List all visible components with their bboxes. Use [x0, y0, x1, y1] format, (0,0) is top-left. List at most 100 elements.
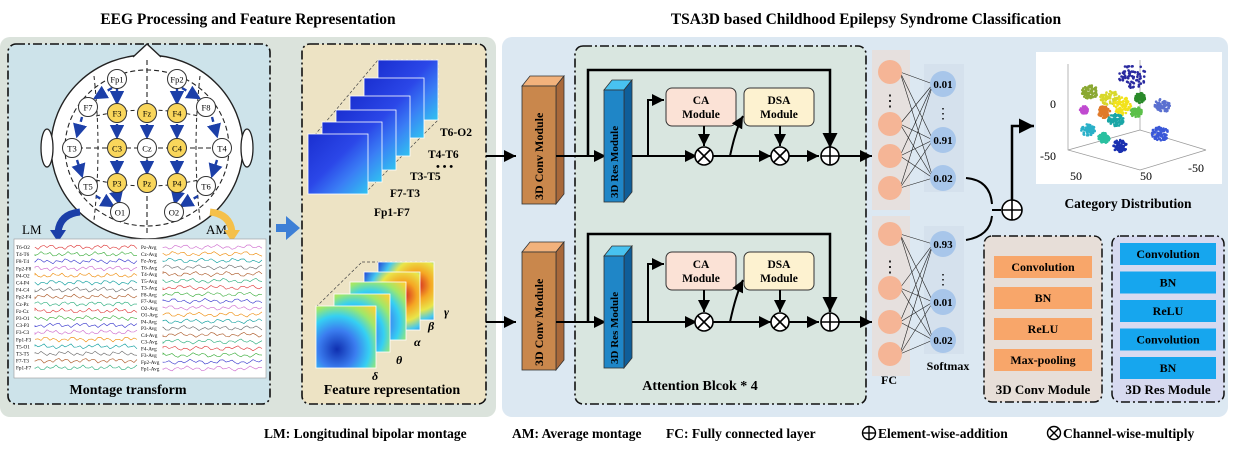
scatter-clusters [1078, 65, 1171, 154]
bottom-softmax-node [930, 231, 956, 257]
am-channel-label: P4-Avg [141, 319, 157, 325]
am-arrow [209, 208, 236, 233]
lm-channel-label: C4-P4 [16, 281, 30, 287]
electrode-f8: F8 [196, 97, 216, 117]
fc-dots-top: ⋮ [882, 93, 898, 110]
conv-module-bottom: 3D Conv Module [521, 240, 565, 372]
multiply-node-2 [770, 146, 790, 166]
bottom-softmax-node [930, 327, 956, 353]
svg-text:T6: T6 [201, 182, 210, 192]
electrode-f4: F4 [167, 103, 187, 123]
fc-connections [899, 71, 934, 355]
res-legend-layer-label: ReLU [1153, 304, 1184, 318]
svg-text:T4: T4 [217, 144, 227, 154]
electrode-fp2: Fp2 [167, 69, 187, 89]
spectrogram-stack [307, 59, 439, 195]
footer-lm: LM: Longitudinal bipolar montage [264, 426, 467, 441]
conv-legend-layer [994, 349, 1092, 371]
top-fc-node [878, 144, 902, 168]
svg-text:Module: Module [682, 109, 720, 121]
fc-dots-bottom: ⋮ [882, 259, 898, 276]
lm-channel-label: F8-T4 [16, 259, 29, 265]
lm-channel-label: Cz-Pz [16, 302, 29, 308]
multiply-node-4 [770, 312, 790, 332]
lm-channel-label: T6-O2 [16, 245, 30, 251]
svg-text:C3: C3 [112, 144, 122, 154]
svg-text:Module: Module [760, 109, 798, 121]
band-label-alpha: α [414, 335, 421, 349]
am-channel-label: O2-Avg [141, 306, 158, 312]
top-softmax-value: 0.01 [933, 79, 952, 91]
footer-fc: FC: Fully connected layer [666, 426, 816, 441]
spectrogram-label-4: T3-T5 [410, 171, 441, 183]
spectrogram-label-2: T4-T6 [428, 149, 459, 161]
am-channel-labels: Pz-AvgCz-AvgFz-AvgT6-AvgT4-AvgT5-AvgT3-A… [141, 245, 160, 373]
top-softmax-node [930, 127, 956, 153]
conv-legend-layer-label: Max-pooling [1010, 353, 1075, 367]
lm-channel-label: C3-P3 [16, 323, 30, 329]
spectrogram-label-3: • • • [436, 161, 453, 173]
conv-legend-layer-label: Convolution [1011, 260, 1075, 274]
am-label: AM [206, 222, 227, 237]
bottom-softmax-node [930, 289, 956, 315]
am-channel-label: F8-Avg [141, 292, 157, 298]
res-module-top: 3D Res Module [603, 78, 633, 204]
merge-to-distribution-arrow [1010, 118, 1034, 200]
conv-module-top: 3D Conv Module [521, 74, 565, 206]
electrode-t5: T5 [78, 176, 98, 196]
svg-text:Pz: Pz [143, 179, 152, 189]
top-fc-node [878, 176, 902, 200]
svg-text:CA: CA [693, 95, 710, 107]
svg-text:Cz: Cz [142, 144, 152, 154]
conv-legend-layer-label: BN [1035, 291, 1052, 305]
electrode-c3: C3 [107, 138, 127, 158]
scatter-tick-2: -50 [1040, 149, 1056, 163]
lm-channel-label: Fp2-F4 [16, 295, 32, 301]
bottom-fc-node [878, 222, 902, 246]
svg-text:F3: F3 [113, 109, 122, 119]
electrode-o2: O2 [164, 202, 184, 222]
band-label-delta: δ [372, 369, 378, 383]
lm-channel-label: T4-T6 [16, 252, 30, 258]
res-legend-layer-label: Convolution [1136, 247, 1200, 261]
am-channel-label: Fp2-Avg [141, 360, 160, 366]
bottom-softmax-value: 0.93 [933, 239, 953, 251]
dsa-module-bottom: DSA Module [743, 251, 815, 291]
softmax-dots-top: ⋮ [936, 107, 950, 122]
res-legend-layer [1120, 271, 1216, 294]
attention-caption: Attention Blcok * 4 [642, 379, 758, 394]
res-legend-layer-label: BN [1160, 276, 1177, 290]
electrode-p3: P3 [107, 173, 127, 193]
montage-chain-arrows [71, 85, 223, 208]
spectrogram-label-5: F7-T3 [390, 188, 420, 200]
svg-text:F8: F8 [202, 103, 211, 113]
add-node-merge [1001, 199, 1023, 221]
am-channel-label: Pz-Avg [141, 245, 157, 251]
svg-text:T5: T5 [83, 182, 92, 192]
electrode-f3: F3 [107, 103, 127, 123]
am-channel-label: Cz-Avg [141, 252, 157, 258]
lm-label: LM [22, 222, 42, 237]
lm-channel-label: P3-O1 [16, 316, 30, 322]
electrode-fz: Fz [137, 103, 157, 123]
electrode-fp1: Fp1 [107, 69, 127, 89]
conv-legend-layer [994, 256, 1092, 278]
lm-arrow [54, 208, 81, 233]
res-legend-layer [1120, 357, 1216, 379]
band-label-theta: θ [396, 353, 403, 367]
add-node-bottom [820, 312, 840, 332]
scatter-tick-5: -50 [1188, 161, 1204, 175]
svg-text:F4: F4 [173, 109, 183, 119]
bottom-fc-node [878, 310, 902, 334]
softmax-label: Softmax [927, 359, 970, 373]
multiply-node-3 [694, 312, 714, 332]
conv-legend-layer-label: ReLU [1028, 322, 1059, 336]
svg-text:3D Conv Module: 3D Conv Module [532, 278, 546, 366]
top-softmax-value: 0.91 [933, 135, 952, 147]
electrode-pz: Pz [137, 173, 157, 193]
svg-text:3D Conv Module: 3D Conv Module [532, 112, 546, 200]
svg-text:3D Res Module: 3D Res Module [609, 126, 621, 198]
am-channel-label: T5-Avg [141, 279, 157, 285]
scatter-tick-4: 50 [1140, 169, 1152, 183]
